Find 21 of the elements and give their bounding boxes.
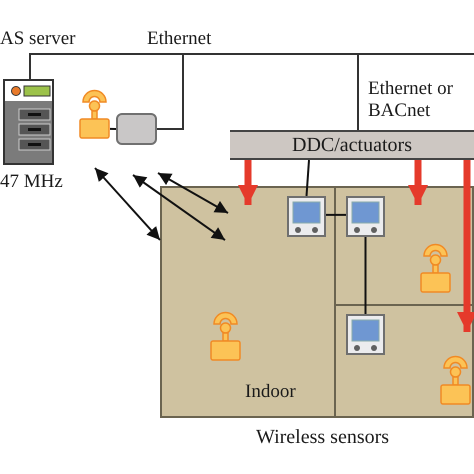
connector-line — [326, 214, 346, 216]
caption-label: Wireless sensors — [256, 426, 390, 448]
arrow — [408, 160, 428, 206]
connector-line — [306, 160, 310, 196]
thermostat-icon — [346, 196, 385, 237]
double-arrow — [132, 174, 226, 241]
thermostat-icon — [287, 196, 326, 237]
arrow — [457, 160, 474, 332]
double-arrow — [158, 172, 228, 214]
arrow — [238, 160, 258, 206]
ddc-actuators-bar: DDC/actuators — [230, 130, 474, 160]
thermostat-icon — [346, 314, 385, 355]
connector-line — [110, 128, 116, 130]
server-label: AS server — [0, 28, 76, 50]
double-arrow — [94, 167, 161, 241]
frequency-label: 47 MHz — [0, 171, 63, 193]
gateway-box — [116, 113, 157, 145]
indoor-area — [160, 186, 474, 418]
area-label: Indoor — [245, 381, 296, 403]
connector-line — [364, 237, 366, 314]
connector-line — [29, 53, 359, 130]
